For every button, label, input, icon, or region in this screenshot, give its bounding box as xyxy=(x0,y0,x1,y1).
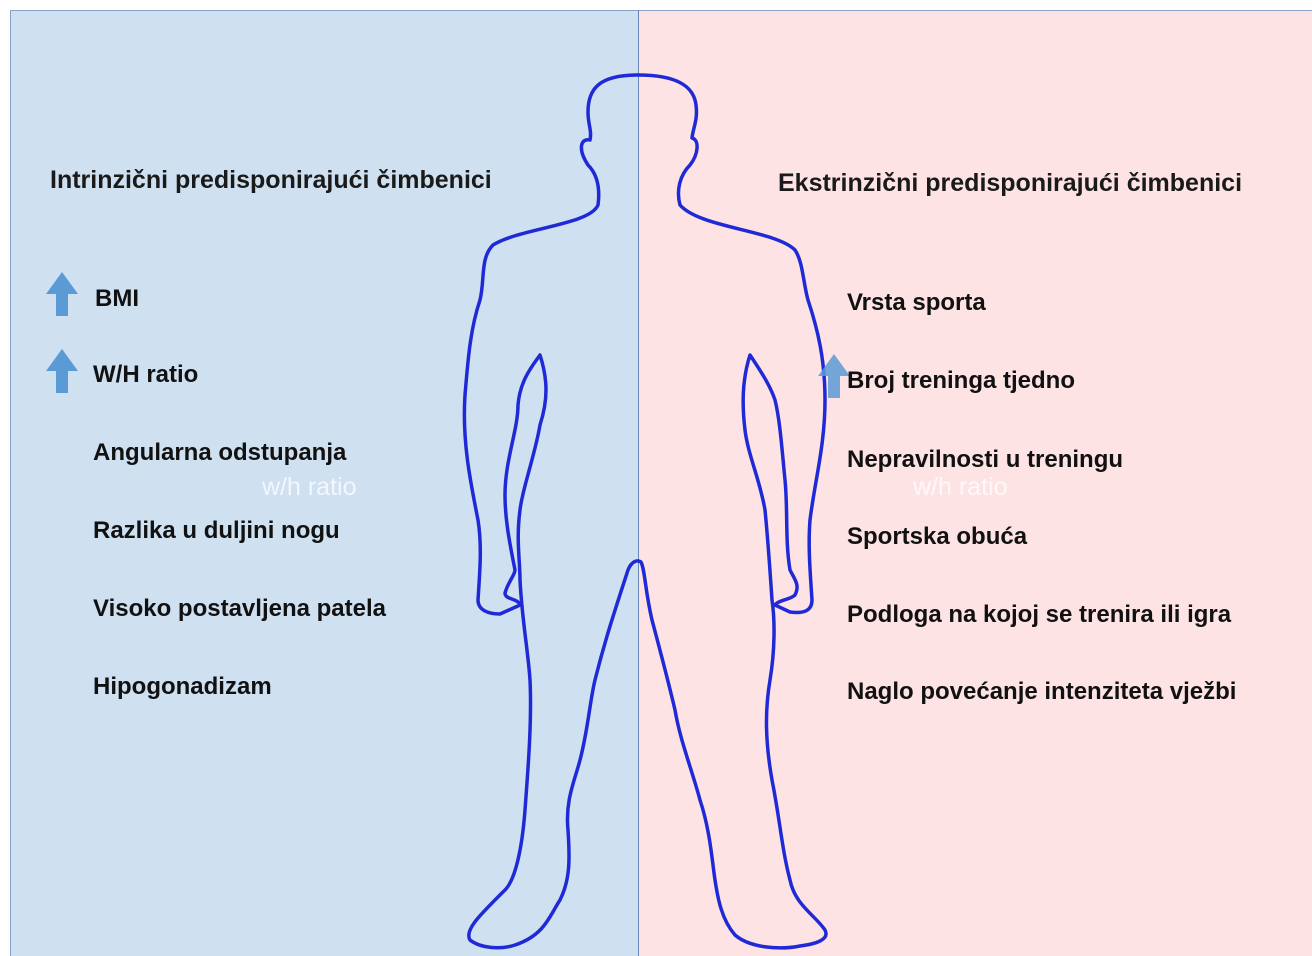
watermark-text: w/h ratio xyxy=(262,473,356,502)
watermark-text: w/h ratio xyxy=(913,473,1007,502)
arrow-up-shape xyxy=(46,272,78,316)
extrinsic-item-sport-type: Vrsta sporta xyxy=(847,289,986,317)
intrinsic-item-patella: Visoko postavljena patela xyxy=(93,595,386,623)
extrinsic-item-intensity: Naglo povećanje intenziteta vježbi xyxy=(847,678,1236,706)
intrinsic-item-hypogonadism: Hipogonadizam xyxy=(93,673,272,701)
extrinsic-item-trainings-per-week: Broj treninga tjedno xyxy=(847,367,1075,395)
arrow-up-icon xyxy=(44,270,80,318)
arrow-up-shape xyxy=(46,349,78,393)
arrow-up-icon xyxy=(44,347,80,395)
intrinsic-item-bmi: BMI xyxy=(95,285,139,313)
body-outline-path xyxy=(464,75,826,948)
arrow-up-shape xyxy=(818,354,850,398)
intrinsic-item-wh-ratio: W/H ratio xyxy=(93,361,198,389)
intrinsic-item-leg-length: Razlika u duljini nogu xyxy=(93,517,340,545)
intrinsic-heading: Intrinzični predisponirajući čimbenici xyxy=(50,166,492,195)
extrinsic-item-training-irregularities: Nepravilnosti u treningu xyxy=(847,446,1123,474)
intrinsic-item-angular: Angularna odstupanja xyxy=(93,439,346,467)
extrinsic-item-surface: Podloga na kojoj se trenira ili igra xyxy=(847,601,1231,629)
extrinsic-heading: Ekstrinzični predisponirajući čimbenici xyxy=(778,169,1242,198)
extrinsic-item-footwear: Sportska obuća xyxy=(847,523,1027,551)
